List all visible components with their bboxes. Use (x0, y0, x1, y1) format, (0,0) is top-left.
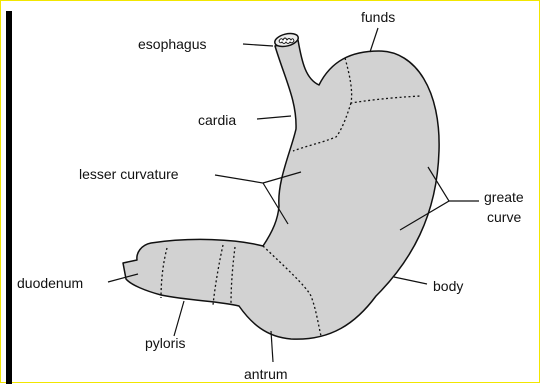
greater-curvature-label-line1: greate (484, 189, 524, 205)
fundus-label: funds (361, 9, 395, 25)
pyloris-leader (174, 301, 184, 336)
antrum-label: antrum (244, 366, 288, 382)
pyloris-label: pyloris (145, 335, 185, 351)
cardia-leader (257, 116, 291, 119)
fundus-leader (370, 28, 378, 52)
greater-curvature-label-line2: curve (487, 209, 521, 225)
duodenum-label: duodenum (17, 275, 83, 291)
esophagus-leader (243, 44, 273, 46)
esophagus-lumen-icon (279, 38, 294, 44)
stomach-outline (123, 40, 439, 339)
cardia-label: cardia (198, 112, 236, 128)
lesser-curvature-label: lesser curvature (79, 166, 179, 182)
body-leader (394, 277, 427, 284)
esophagus-label: esophagus (138, 36, 207, 52)
body-label: body (433, 278, 463, 294)
